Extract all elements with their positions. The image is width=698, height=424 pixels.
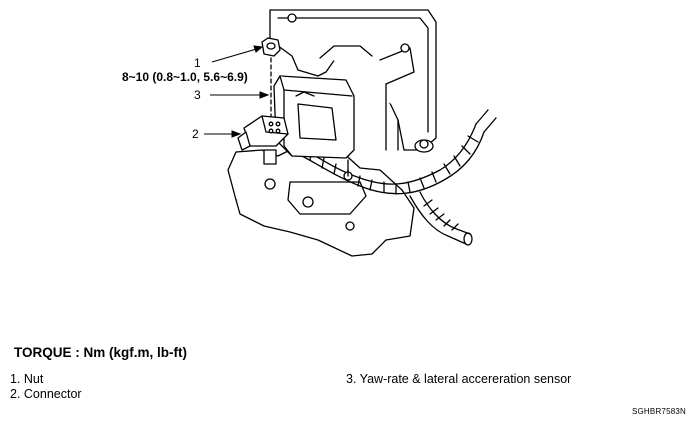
figure-code: SGHBR7583N	[631, 407, 686, 416]
callout-3: 3	[194, 88, 201, 102]
torque-title: TORQUE : Nm (kgf.m, lb-ft)	[14, 345, 187, 360]
callout-1: 1	[194, 56, 201, 70]
mounting-bolt	[414, 139, 434, 153]
base-plate	[227, 149, 415, 257]
leader-line-3	[210, 91, 270, 99]
nut	[261, 37, 281, 57]
sensor-installation-diagram	[204, 9, 497, 257]
sensor-stud	[263, 57, 353, 181]
connector	[237, 115, 289, 151]
yaw-rate-sensor	[273, 75, 355, 159]
legend-item-sensor: 3. Yaw-rate & lateral accereration senso…	[346, 372, 572, 386]
callout-2: 2	[192, 127, 199, 141]
torque-spec: 8~10 (0.8~1.0, 5.6~6.9)	[122, 70, 248, 84]
leader-line-2	[204, 130, 242, 138]
support-bracket	[269, 9, 437, 151]
legend-item-nut: 1. Nut	[10, 372, 44, 386]
legend-item-connector: 2. Connector	[10, 387, 82, 401]
leader-line-1	[211, 45, 264, 63]
